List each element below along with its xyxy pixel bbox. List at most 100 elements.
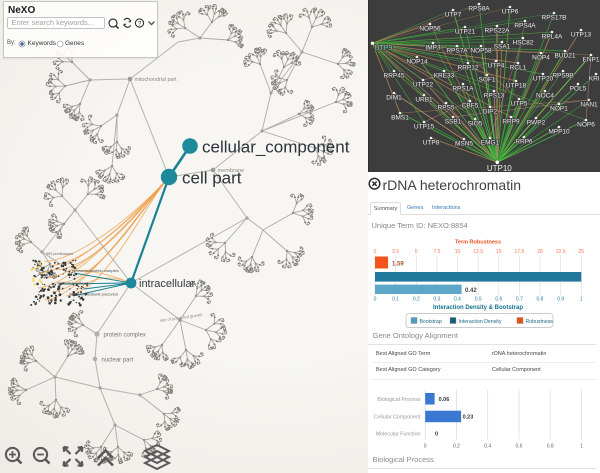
svg-text:RPS5: RPS5 — [438, 105, 455, 112]
svg-text:PWP2: PWP2 — [527, 120, 546, 127]
svg-text:0.2: 0.2 — [413, 297, 420, 303]
svg-text:intracellular: intracellular — [139, 278, 196, 290]
svg-text:UTP5: UTP5 — [511, 101, 528, 108]
svg-text:25: 25 — [579, 249, 585, 255]
svg-text:RPS7A: RPS7A — [446, 48, 468, 55]
svg-text:Interaction Density & Bootstra: Interaction Density & Bootstrap — [433, 305, 523, 311]
svg-text:cell part: cell part — [182, 169, 242, 188]
svg-text:NOC4: NOC4 — [536, 93, 554, 100]
svg-text:BMS1: BMS1 — [391, 115, 409, 122]
svg-text:NOP56: NOP56 — [419, 26, 441, 33]
svg-text:NOP4: NOP4 — [532, 55, 550, 62]
svg-text:UTP8: UTP8 — [423, 140, 440, 147]
svg-text:Interaction Density: Interaction Density — [459, 319, 502, 325]
svg-text:0.5: 0.5 — [475, 297, 482, 303]
svg-text:NOP1: NOP1 — [550, 106, 568, 113]
svg-text:0: 0 — [374, 297, 377, 303]
svg-text:?: ? — [138, 20, 142, 27]
svg-text:UTP20: UTP20 — [533, 76, 554, 83]
svg-text:ENP1: ENP1 — [583, 57, 600, 64]
svg-text:20: 20 — [537, 249, 543, 255]
svg-text:ribonucleoprotein complex: ribonucleoprotein complex — [72, 268, 119, 273]
svg-text:UTP21: UTP21 — [455, 29, 476, 36]
svg-text:KRI1: KRI1 — [589, 76, 600, 83]
svg-text:membrane: membrane — [218, 168, 245, 174]
svg-text:KRE33: KRE33 — [434, 73, 455, 80]
svg-text:DIP2: DIP2 — [483, 109, 498, 116]
svg-text:2.5: 2.5 — [392, 249, 399, 255]
svg-text:Cellular Component: Cellular Component — [374, 415, 421, 421]
svg-text:0.2: 0.2 — [453, 444, 460, 450]
svg-text:Bootstrap: Bootstrap — [420, 319, 442, 325]
svg-text:UTP9: UTP9 — [374, 45, 392, 52]
svg-text:0.8: 0.8 — [547, 444, 554, 450]
svg-text:DIM1: DIM1 — [386, 95, 402, 102]
svg-text:site of polarized growth: site of polarized growth — [159, 312, 203, 323]
svg-text:UTP4: UTP4 — [488, 63, 505, 70]
svg-text:SSB1: SSB1 — [445, 119, 462, 126]
svg-text:IMP3: IMP3 — [425, 45, 441, 52]
svg-text:RPS1A: RPS1A — [452, 86, 474, 93]
svg-text:1.59: 1.59 — [392, 262, 404, 268]
svg-text:RPL4A: RPL4A — [542, 34, 563, 41]
svg-text:MSN5: MSN5 — [455, 141, 473, 148]
svg-text:RPS17B: RPS17B — [542, 15, 567, 22]
svg-text:0: 0 — [424, 444, 427, 450]
svg-text:1: 1 — [580, 444, 583, 450]
svg-text:cellular_component: cellular_component — [202, 138, 350, 157]
svg-text:RRP6: RRP6 — [515, 139, 533, 146]
svg-text:UTP10: UTP10 — [487, 164, 512, 172]
svg-text:NOP14: NOP14 — [406, 59, 428, 66]
svg-text:UTP6: UTP6 — [502, 9, 519, 16]
svg-text:MPP10: MPP10 — [548, 129, 570, 136]
svg-text:90S preribosome: 90S preribosome — [46, 252, 73, 256]
svg-text:0.1: 0.1 — [392, 297, 399, 303]
svg-text:POL5: POL5 — [570, 86, 587, 93]
svg-text:0: 0 — [374, 249, 377, 255]
svg-text:0: 0 — [435, 432, 438, 438]
svg-text:SOF1: SOF1 — [479, 77, 496, 84]
svg-text:0.3: 0.3 — [433, 297, 440, 303]
svg-text:0.6: 0.6 — [516, 444, 523, 450]
svg-text:0.4: 0.4 — [454, 297, 461, 303]
svg-text:0.6: 0.6 — [495, 297, 502, 303]
svg-text:0.23: 0.23 — [463, 415, 474, 421]
svg-text:nuclear part: nuclear part — [102, 358, 134, 364]
svg-text:SSA1: SSA1 — [494, 44, 511, 51]
svg-text:Robustness: Robustness — [526, 319, 554, 325]
svg-text:0.06: 0.06 — [439, 397, 450, 403]
svg-text:HSC82: HSC82 — [513, 40, 534, 47]
svg-text:CBF5: CBF5 — [462, 103, 479, 110]
svg-text:ribosomal subunit: ribosomal subunit — [57, 281, 89, 286]
svg-text:RRP9: RRP9 — [502, 119, 520, 126]
svg-text:RRP12: RRP12 — [458, 65, 479, 72]
svg-text:Term Robustness: Term Robustness — [455, 240, 501, 246]
svg-text:15: 15 — [496, 249, 502, 255]
svg-text:UTP22: UTP22 — [413, 82, 434, 89]
svg-text:Molecular Function: Molecular Function — [376, 432, 421, 438]
svg-text:protein complex: protein complex — [104, 333, 146, 339]
svg-text:NOP58: NOP58 — [470, 48, 492, 55]
svg-text:SIO5: SIO5 — [468, 121, 483, 128]
svg-text:EMG1: EMG1 — [481, 140, 500, 147]
svg-text:22.5: 22.5 — [556, 249, 566, 255]
svg-text:NAN1: NAN1 — [580, 102, 598, 109]
svg-text:RPS22A: RPS22A — [485, 28, 511, 35]
svg-text:0.9: 0.9 — [557, 297, 564, 303]
svg-text:ribosomal subunit precursor: ribosomal subunit precursor — [69, 292, 119, 297]
svg-text:NOP6: NOP6 — [577, 122, 595, 129]
svg-text:12.5: 12.5 — [473, 249, 483, 255]
svg-text:RPS8A: RPS8A — [468, 6, 490, 13]
svg-text:mitochondrial part: mitochondrial part — [135, 77, 178, 83]
svg-text:URB1: URB1 — [415, 97, 433, 104]
svg-text:RCL1: RCL1 — [510, 65, 527, 72]
svg-text:1: 1 — [580, 297, 583, 303]
svg-text:Biological Process: Biological Process — [377, 397, 421, 403]
svg-text:UTP18: UTP18 — [506, 83, 527, 90]
svg-text:UTP15: UTP15 — [414, 124, 435, 131]
svg-text:0.8: 0.8 — [537, 297, 544, 303]
svg-text:0.4: 0.4 — [484, 444, 491, 450]
svg-text:7.5: 7.5 — [433, 249, 440, 255]
svg-text:RPS13: RPS13 — [484, 93, 505, 100]
svg-text:17.5: 17.5 — [515, 249, 525, 255]
